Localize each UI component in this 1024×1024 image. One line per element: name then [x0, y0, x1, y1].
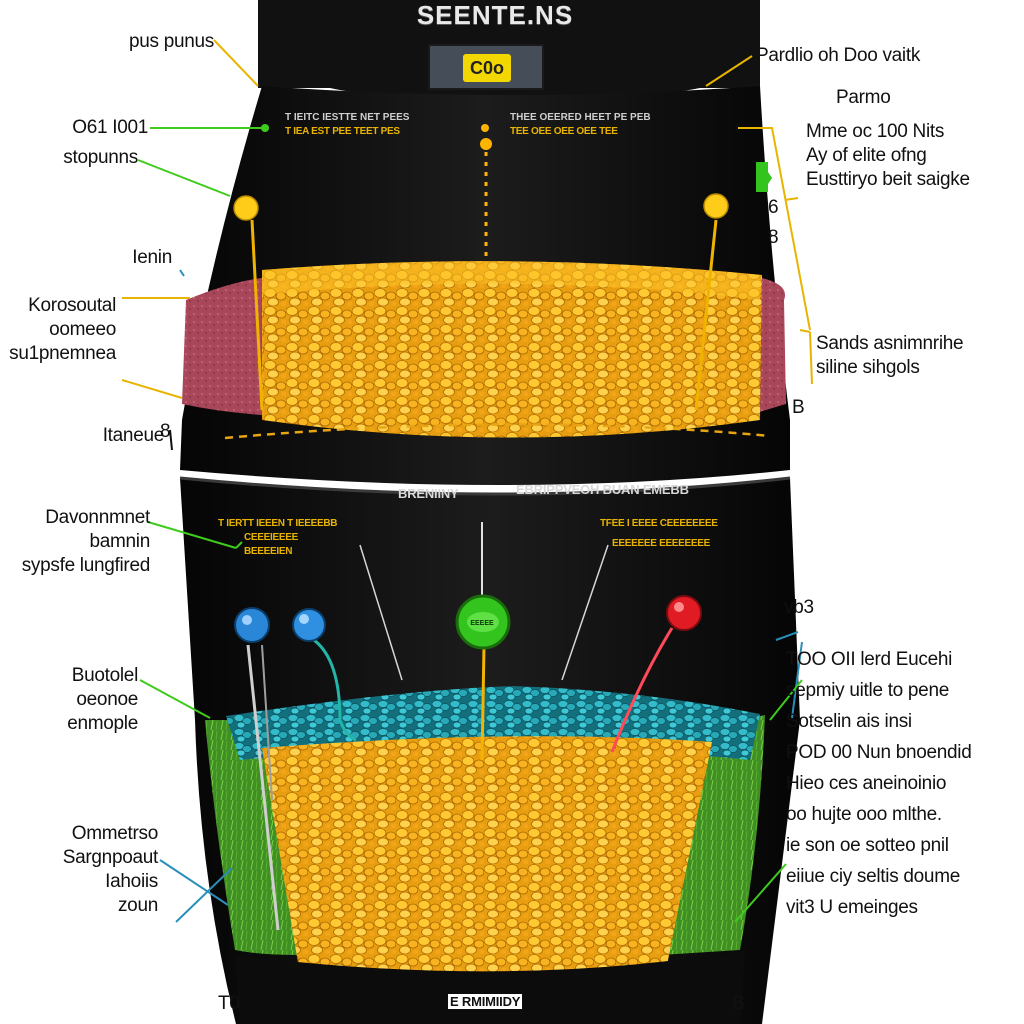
side-mark-d: B — [792, 397, 805, 418]
callout-right-3: Mme oc 100 Nits Ay of elite ofng Eusttir… — [806, 121, 970, 190]
callout-left-6: Itaneue — [102, 425, 165, 446]
callout-left-3: stopunns — [63, 147, 138, 168]
probe-blue-right — [292, 608, 326, 642]
upper-band-left-line1: T IEITC IESTTE NET PEES — [285, 112, 410, 123]
lower-band-left-line1: T IERTT IEEEN T IEEEEBB — [218, 518, 338, 529]
rust-layer-left — [182, 278, 262, 415]
bottom-center-label: E RMIMIIDY — [448, 994, 523, 1009]
callout-right-4: Sands asnimnrihe siline sihgols — [816, 333, 964, 378]
callout-left-7: Davonnmnet bamnin sypsfe lungfired — [21, 507, 151, 576]
separator-dash — [224, 423, 771, 440]
upper-band-right-line2: TEE OEE OEE OEE TEE — [510, 126, 618, 137]
center-probe-label: EEEEE — [470, 620, 494, 627]
callout-right-2: Parmo — [836, 87, 891, 108]
gold-upper-fill — [262, 261, 762, 438]
header-badge: C0o — [428, 44, 544, 90]
upper-band-right-line1: THEE OEERED HEET PE PEB — [510, 112, 651, 123]
side-mark-a: 6 — [768, 197, 779, 218]
probe-upper-left — [233, 195, 259, 221]
lower-band-right-line2: EEEEEEE EEEEEEEE — [612, 538, 711, 549]
mid-band-right: EBRIPPVEOH BUAN EMEBB — [516, 482, 689, 497]
side-mark-b: 8 — [768, 227, 779, 248]
bottom-right-mark: B — [732, 993, 745, 1014]
probe-blue-left — [234, 607, 270, 643]
rust-layer-right — [758, 278, 786, 413]
grass-left — [205, 720, 300, 955]
diagram-title: SEENTE.NS — [416, 0, 574, 30]
callout-right-1: Pardlio oh Doo vaitk — [756, 45, 921, 66]
bottom-left-mark: T0 — [218, 993, 240, 1014]
probe-upper-right — [703, 193, 729, 219]
grass-right — [660, 715, 765, 955]
callout-left-1: pus punus — [129, 31, 214, 52]
callout-left-4: Ienin — [132, 247, 172, 268]
callout-left-2: O61 I001 — [72, 117, 148, 138]
callout-left-5: Korosoutal oomeeo su1pnemnea — [9, 295, 116, 364]
upper-band-left-line2: T IEA EST PEE TEET PES — [285, 126, 400, 137]
probe-red — [666, 595, 702, 631]
callout-right-6: TOO OII lerd Eucehi sepmiy uitle to pene… — [786, 649, 972, 918]
mid-band-left: BRENIINY — [398, 486, 459, 501]
callout-left-9: Ommetrso Sargnpoaut Iahoiis zoun — [62, 823, 159, 916]
callout-left-8: Buotolel oeonoe enmople — [67, 665, 138, 734]
gold-lower-fill — [262, 736, 712, 980]
lower-band-right-line1: TFEE I EEEE CEEEEEEEE — [600, 518, 718, 529]
callout-right-5: vb3 — [784, 597, 814, 618]
badge-text: C0o — [463, 54, 511, 82]
lower-band-left-line2: CEEEIEEEE — [244, 532, 298, 543]
lower-band-left-line3: BEEEEIEN — [244, 546, 293, 557]
side-mark-c: 8 — [160, 421, 171, 442]
